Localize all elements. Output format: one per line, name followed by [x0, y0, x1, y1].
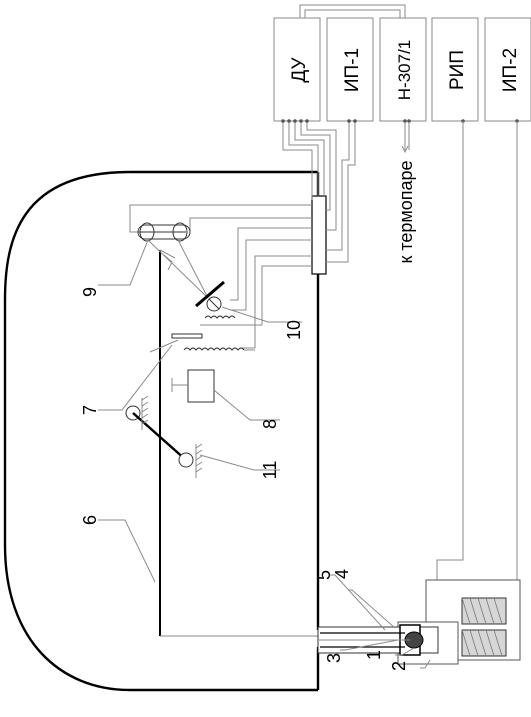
- thermocouple-arrows: [401, 123, 410, 154]
- element-10-mirror-lamp: [195, 280, 236, 319]
- leader-lines: [98, 239, 431, 669]
- block-ip2: [484, 17, 531, 122]
- callout-10: 10: [284, 320, 304, 340]
- callout-9: 9: [80, 287, 100, 297]
- callout-3: 3: [324, 653, 344, 663]
- callout-2: 2: [389, 661, 409, 671]
- block-label-du: ДУ: [289, 56, 310, 82]
- callout-numbers: 9 10 7 8 11 6 5 4 3 1 2: [80, 287, 409, 671]
- element-8-coil: [183, 347, 255, 351]
- element-11-arm: [125, 395, 203, 478]
- light-rays: [147, 239, 209, 299]
- internal-wires: [129, 204, 312, 349]
- callout-6: 6: [80, 515, 100, 525]
- block-rip: [431, 17, 479, 122]
- top-link-wires: [299, 4, 406, 18]
- block-label-rip: РИП: [447, 50, 468, 90]
- element-7-rod: [149, 333, 203, 353]
- block-label-ip2: ИП-2: [500, 48, 521, 92]
- block-label-ip1: ИП-1: [342, 48, 363, 92]
- feedthrough-connector: [311, 195, 327, 275]
- thermocouple-label: к термопаре: [396, 160, 416, 263]
- block-label-n307: Н-307/1: [395, 40, 414, 100]
- callout-11: 11: [260, 461, 280, 480]
- control-wires: [281, 119, 519, 263]
- callout-5: 5: [314, 570, 334, 580]
- power-wires: [436, 121, 518, 611]
- callout-8: 8: [260, 419, 280, 429]
- callout-7: 7: [80, 405, 100, 415]
- callout-4: 4: [332, 569, 352, 579]
- element-9-optics: [137, 222, 191, 242]
- callout-1: 1: [364, 650, 384, 660]
- instrument-blocks: ДУ ИП-1 Н-307/1 РИП ИП-2: [273, 17, 531, 122]
- block-du: [273, 17, 321, 122]
- sensor-box: [171, 369, 215, 403]
- heater-assembly: [317, 579, 521, 665]
- block-n307: [379, 17, 427, 122]
- vacuum-chamber: [3, 170, 320, 692]
